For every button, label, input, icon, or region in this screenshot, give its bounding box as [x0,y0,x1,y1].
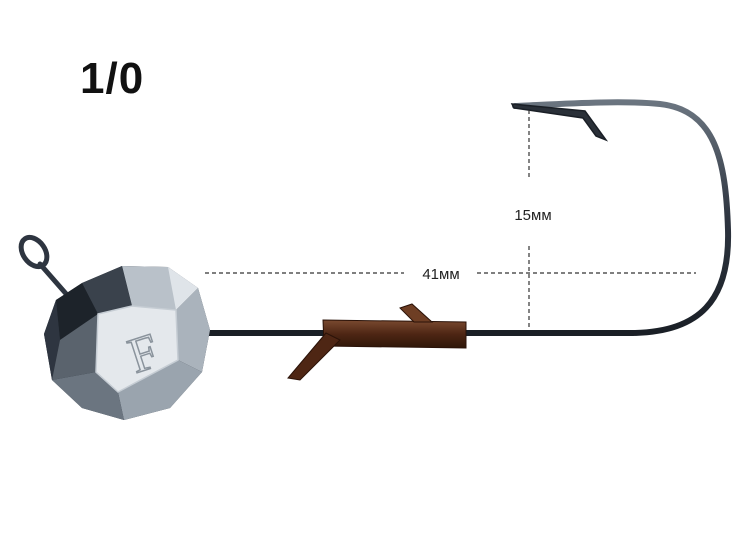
gap-label: 15мм [514,207,551,224]
hook-wire [192,99,732,336]
length-dimension: 41мм [205,266,696,283]
length-label: 41мм [422,266,459,283]
bait-keeper-collar [287,303,467,381]
hook-point [510,103,609,142]
line-tie-eye [18,234,71,299]
gap-dimension: 15мм [514,110,552,330]
hook-size-label: 1/0 [80,54,145,103]
jig-head: F [44,266,210,420]
